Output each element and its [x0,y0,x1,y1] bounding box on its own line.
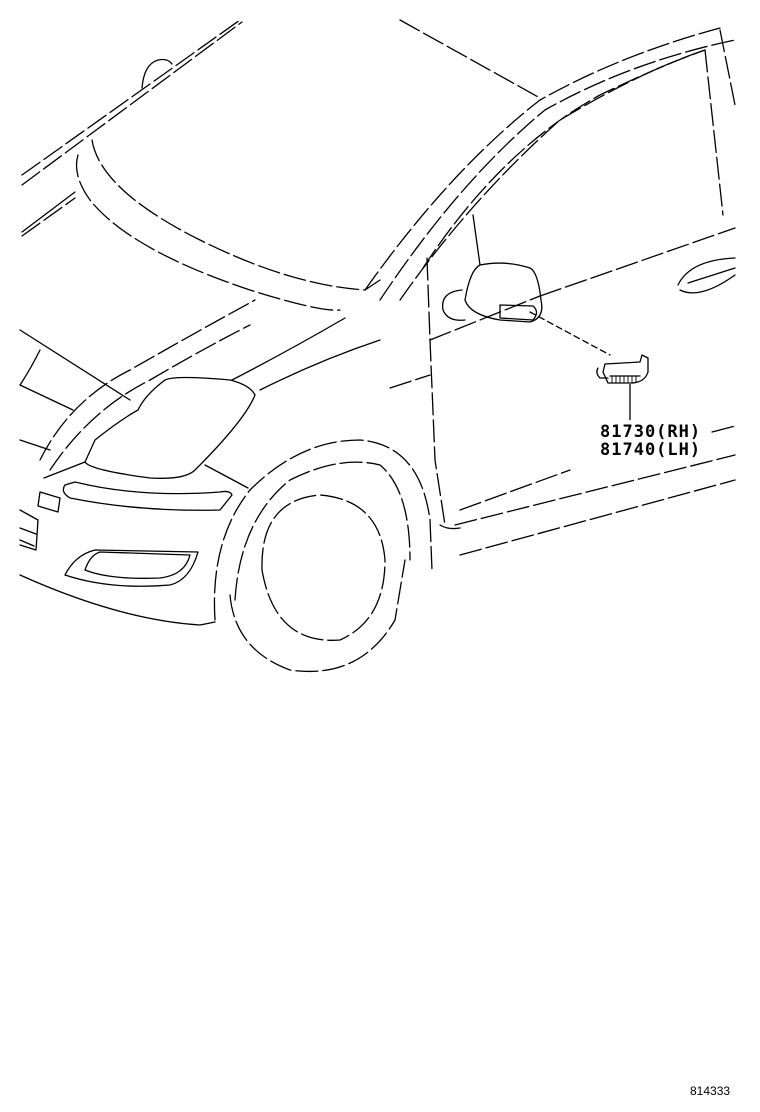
tire-icon [229,494,406,673]
antenna-icon [141,58,173,89]
side-turn-signal-lamp-icon [596,354,649,384]
a-pillar-icon [364,27,736,301]
headlight-icon [43,376,256,479]
callout-lh[interactable]: 81740(LH) [600,440,702,460]
fog-lamp-icon [64,549,199,587]
rocker-line-icon [711,425,736,433]
part-callout: 81730(RH) 81740(LH) [600,423,701,459]
door-handle-icon [677,257,736,294]
windshield-icon [75,139,381,311]
illustration-code: 814333 [690,1084,731,1098]
side-mirror-icon [441,262,611,356]
wheel-arch-icon [204,439,433,621]
door-frame-icon [389,29,736,556]
callout-rh[interactable]: 81730(RH) [600,422,702,442]
front-bumper-icon [19,481,233,626]
roof-lines-icon [21,19,541,237]
hood-icon [19,299,381,471]
